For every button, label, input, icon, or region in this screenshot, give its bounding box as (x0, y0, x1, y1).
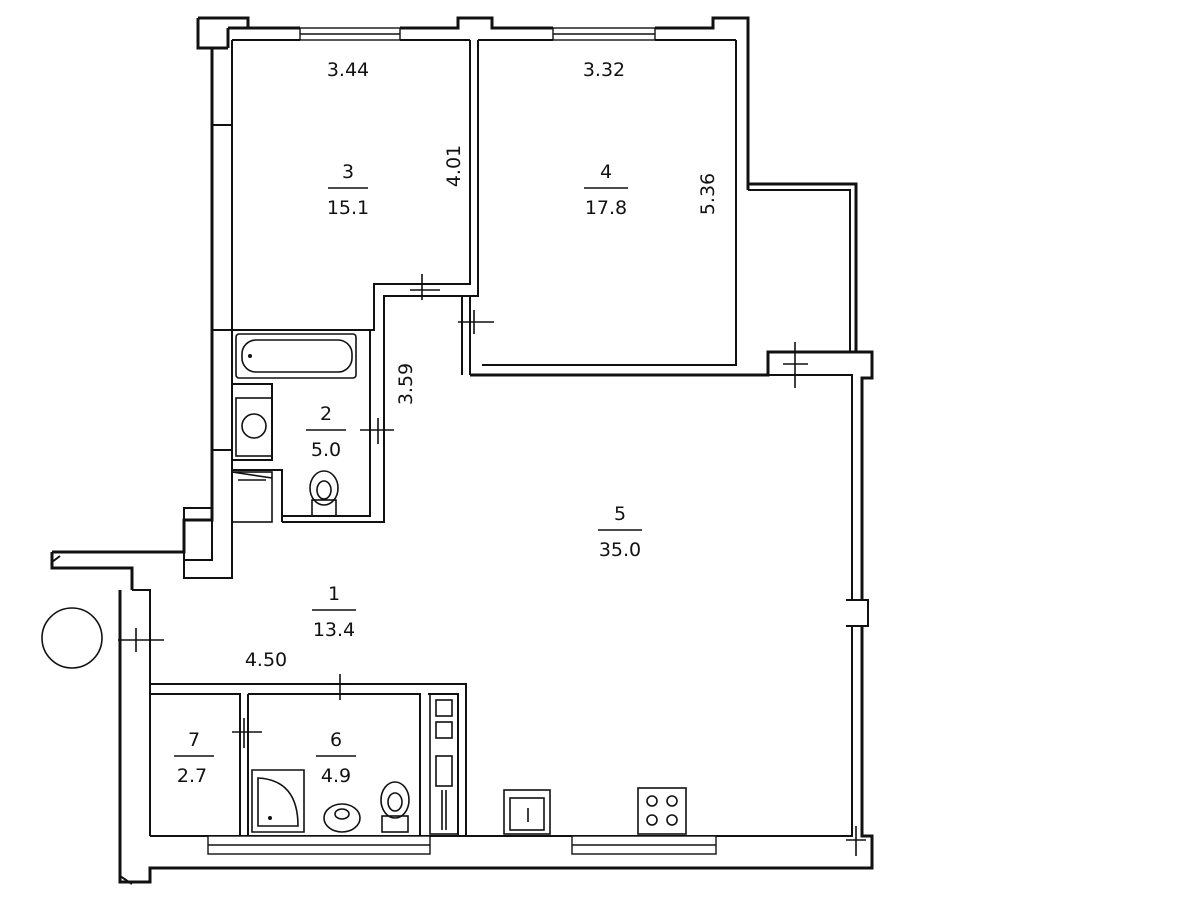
room-number: 3 (342, 161, 354, 183)
room-label-2: 2 5.0 (306, 403, 346, 461)
dimension-label: 3.59 (395, 363, 417, 405)
shaft (231, 471, 273, 523)
room-label-4: 4 17.8 (584, 161, 628, 219)
dimensions: 3.44 3.32 4.01 5.36 3.59 4.50 (245, 59, 719, 671)
dimension-label: 3.32 (583, 59, 625, 81)
door-wc-6 (326, 674, 354, 700)
room-number: 7 (188, 729, 200, 751)
room-label-1: 1 13.4 (312, 583, 356, 641)
shower (251, 769, 305, 833)
room-number: 1 (328, 583, 340, 605)
room-area: 13.4 (313, 619, 355, 641)
kitchen-cabinet (429, 693, 459, 835)
dimension-label: 3.44 (327, 59, 369, 81)
door-entrance (118, 628, 164, 652)
toilet-bathroom (309, 470, 339, 517)
room-number: 6 (330, 729, 342, 751)
door-bathroom-2 (360, 418, 394, 444)
door-bedroom-4 (458, 310, 494, 334)
toilet-wc (380, 781, 410, 833)
room-label-6: 6 4.9 (316, 729, 356, 787)
interior-walls (150, 40, 479, 836)
room-area: 4.9 (321, 765, 351, 787)
washbasin-bathroom (235, 397, 273, 457)
room-area: 15.1 (327, 197, 369, 219)
door-balcony (783, 342, 808, 388)
door-bedroom-3 (410, 274, 440, 300)
washbasin-wc (323, 803, 361, 833)
room-area: 35.0 (599, 539, 641, 561)
room-number: 4 (600, 161, 612, 183)
room-area: 5.0 (311, 439, 341, 461)
room-number: 2 (320, 403, 332, 425)
room-number: 5 (614, 503, 626, 525)
dimension-label: 4.50 (245, 649, 287, 671)
kitchen-sink (503, 789, 551, 835)
room-area: 2.7 (177, 765, 207, 787)
room-label-3: 3 15.1 (327, 161, 369, 219)
room-area: 17.8 (585, 197, 627, 219)
dimension-label: 5.36 (697, 173, 719, 215)
kitchen-stove (637, 787, 687, 835)
room-label-7: 7 2.7 (174, 729, 214, 787)
door-markers (118, 274, 866, 856)
dimension-label: 4.01 (443, 145, 465, 187)
stair-symbol (41, 607, 103, 669)
bathtub (235, 333, 357, 379)
exterior-walls (50, 16, 874, 885)
room-label-5: 5 35.0 (598, 503, 642, 561)
windows (207, 27, 717, 855)
door-closet-7 (232, 718, 262, 748)
wall-marker (846, 826, 866, 856)
